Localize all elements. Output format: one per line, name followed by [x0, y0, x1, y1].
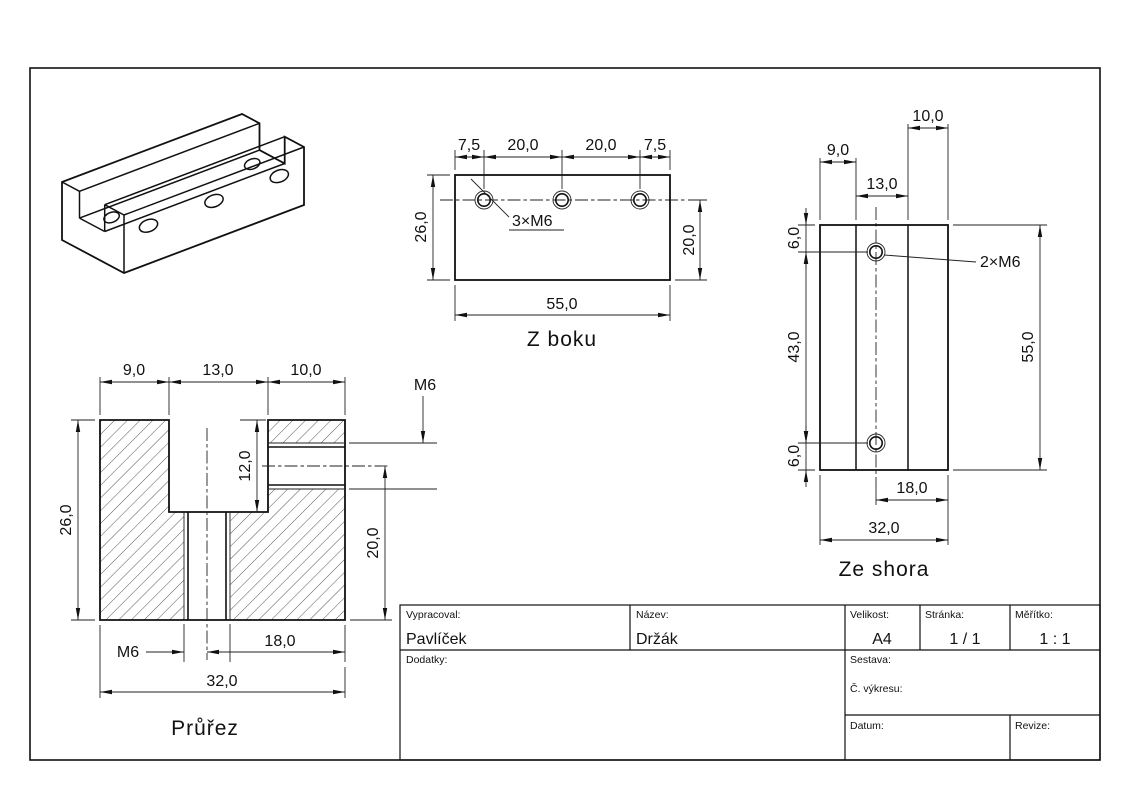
view-ze-shora: 10,0 9,0 13,0 6,0 43,0 6,0 55,0 18,0 32,…	[786, 108, 1047, 581]
field-value-meritko: 1 : 1	[1039, 631, 1070, 648]
tapped-holes	[866, 242, 886, 453]
dimension-lines	[803, 125, 1043, 543]
field-label-nazev: Název:	[636, 609, 669, 621]
thread-callout: M6	[414, 377, 436, 394]
dim-label: 32,0	[868, 520, 899, 537]
hole-icon	[138, 218, 159, 233]
dim-label: 7,5	[644, 137, 666, 154]
isometric-view	[61, 113, 305, 274]
hole-icon	[243, 157, 261, 171]
bottom-tapped-hole	[183, 512, 231, 620]
dim-label: 55,0	[546, 296, 577, 313]
dimension-lines	[75, 379, 426, 695]
hole-icon	[103, 211, 121, 224]
view-title: Z boku	[527, 328, 597, 351]
field-label-stranka: Stránka:	[925, 609, 964, 621]
view-title: Průřez	[171, 717, 239, 740]
field-label-dodatky: Dodatky:	[406, 654, 447, 666]
thread-callout: M6	[117, 644, 139, 661]
dim-label: 10,0	[912, 108, 943, 125]
view-prurez: 9,0 13,0 10,0 26,0 12,0 20,0 M6 M6 18,0 …	[58, 362, 437, 740]
dim-label: 18,0	[896, 480, 927, 497]
field-label-vypracoval: Vypracoval:	[406, 609, 460, 621]
dim-label: 20,0	[507, 137, 538, 154]
part-outline	[819, 224, 949, 471]
field-label-cislo-vykresu: Č. výkresu:	[850, 682, 903, 695]
extension-lines	[798, 124, 1047, 545]
dim-label: 55,0	[1020, 331, 1037, 362]
iso-holes	[103, 157, 290, 233]
side-tapped-hole	[268, 442, 345, 490]
field-label-revize: Revize:	[1015, 720, 1050, 732]
thread-callout: 2×M6	[980, 254, 1021, 271]
dim-label: 13,0	[866, 176, 897, 193]
section-hatching	[100, 420, 345, 620]
title-block: Vypracoval: Pavlíček Název: Držák Veliko…	[399, 604, 1101, 761]
dim-label: 18,0	[264, 633, 295, 650]
part-outline	[99, 419, 346, 621]
field-value-velikost: A4	[872, 631, 892, 648]
dim-label: 12,0	[237, 450, 254, 481]
dim-label: 10,0	[290, 362, 321, 379]
field-label-velikost: Velikost:	[850, 609, 889, 621]
dimension-lines	[430, 154, 703, 318]
field-label-meritko: Měřítko:	[1015, 609, 1053, 621]
field-value-vypracoval: Pavlíček	[406, 631, 467, 648]
tapped-holes	[474, 190, 650, 210]
dim-label: 43,0	[786, 331, 803, 362]
dim-label: 32,0	[206, 673, 237, 690]
dim-label: 9,0	[123, 362, 145, 379]
dim-label: 20,0	[681, 224, 698, 255]
dim-label: 20,0	[365, 527, 382, 558]
title-block-grid	[400, 605, 1100, 760]
dim-label: 20,0	[585, 137, 616, 154]
leader-line	[470, 178, 510, 218]
title-block-border	[399, 604, 1101, 761]
view-title: Ze shora	[839, 558, 930, 581]
dim-label: 26,0	[58, 504, 75, 535]
hole-icon	[204, 193, 224, 209]
leader-line	[883, 254, 977, 263]
field-value-nazev: Držák	[636, 631, 679, 648]
thread-callout: 3×M6	[512, 213, 553, 230]
dim-label: 26,0	[413, 211, 430, 242]
dim-label: 13,0	[202, 362, 233, 379]
iso-internal-edges	[61, 122, 305, 273]
hole-icon	[269, 168, 290, 184]
dim-label: 6,0	[786, 445, 803, 467]
field-label-datum: Datum:	[850, 720, 884, 732]
field-value-stranka: 1 / 1	[949, 631, 980, 648]
field-label-sestava: Sestava:	[850, 654, 891, 666]
dim-label: 9,0	[827, 142, 849, 159]
part-outline	[454, 174, 671, 281]
dim-label: 7,5	[458, 137, 480, 154]
dim-label: 6,0	[786, 227, 803, 249]
view-z-boku: 7,5 20,0 20,0 7,5 26,0 20,0 55,0 3×M6 Z …	[413, 137, 707, 351]
